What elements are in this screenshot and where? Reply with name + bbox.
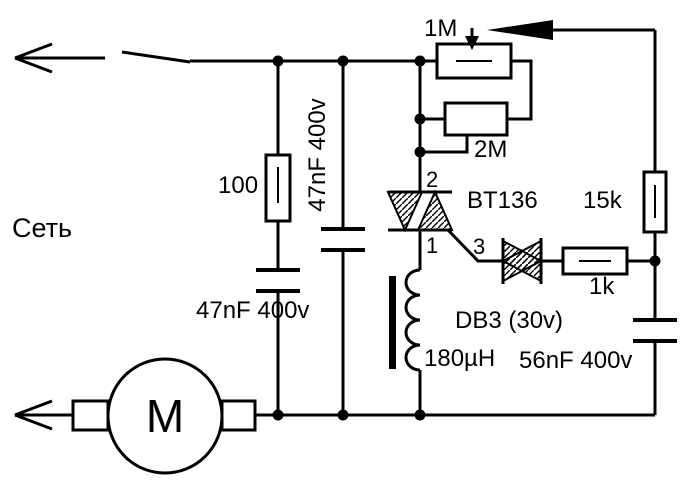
mains-arrow-top [14, 42, 105, 74]
junction-dot [414, 409, 426, 421]
triac-terminal-2-label: 2 [426, 167, 438, 192]
junction-dot [649, 255, 661, 267]
capacitor-47nf-2 [321, 227, 365, 252]
triac-label: BT136 [467, 187, 538, 214]
junction-dot [414, 55, 426, 67]
cap-branch: 47nF 400v [304, 61, 365, 415]
triac-gate-lead [446, 228, 503, 263]
arrow-left-icon [14, 42, 53, 74]
diac-db3: DB3 (30v) [455, 238, 563, 334]
junction-dot [414, 113, 426, 125]
junction-dot [337, 409, 349, 421]
resistor-2m-label: 2M [474, 136, 507, 163]
mains-arrow-bottom [14, 399, 73, 431]
junction-dot [272, 55, 284, 67]
resistor-2m [443, 101, 509, 137]
capacitor-47nf-1-label: 47nF 400v [196, 297, 309, 324]
motor-body [106, 357, 224, 475]
wire [420, 135, 469, 154]
inductor-label: 180µH [424, 345, 495, 372]
switch [121, 50, 191, 64]
capacitor-56nf [633, 318, 677, 343]
junction-dot [414, 146, 426, 158]
resistor-1k: 1k [561, 246, 655, 300]
junction-dot [337, 55, 349, 67]
arrow-left-icon [14, 399, 53, 431]
pot-wiper-arrow-icon [465, 36, 479, 50]
switch-blade [121, 50, 191, 64]
adjust-arrow-icon [487, 20, 553, 40]
capacitor-56nf-label: 56nF 400v [519, 347, 632, 374]
potentiometer-1m-label: 1M [424, 15, 457, 42]
capacitor-47nf-1 [256, 268, 300, 293]
inductor-180uh: 180µH [389, 268, 495, 372]
triac-terminal-3-label: 3 [473, 234, 485, 259]
right-branch: 15k 56nF 400v [519, 30, 677, 415]
inductor-core [389, 276, 396, 369]
mains-label: Сеть [12, 213, 72, 243]
inductor-coil [404, 268, 421, 372]
diac-label: DB3 (30v) [455, 307, 563, 334]
wire [507, 59, 533, 121]
motor: M [71, 357, 257, 475]
resistor-100-label: 100 [218, 172, 258, 199]
motor-terminal-left [71, 399, 110, 432]
resistor-1k-label: 1k [589, 273, 615, 300]
capacitor-47nf-2-label: 47nF 400v [304, 98, 331, 211]
motor-label: M [146, 390, 184, 442]
pot-network: 1M 2M [420, 15, 655, 163]
motor-terminal-right [220, 399, 257, 432]
triac-terminal-1-label: 1 [426, 233, 438, 258]
junction-dots [272, 55, 661, 421]
snubber-branch: 100 47nF 400v [196, 61, 309, 415]
triac-triangle-right [416, 189, 454, 231]
junction-dot [272, 409, 284, 421]
triac-triangle-left [386, 191, 424, 233]
resistor-15k-label: 15k [583, 187, 623, 214]
triac-bt136: 2 1 3 BT136 [386, 167, 538, 263]
